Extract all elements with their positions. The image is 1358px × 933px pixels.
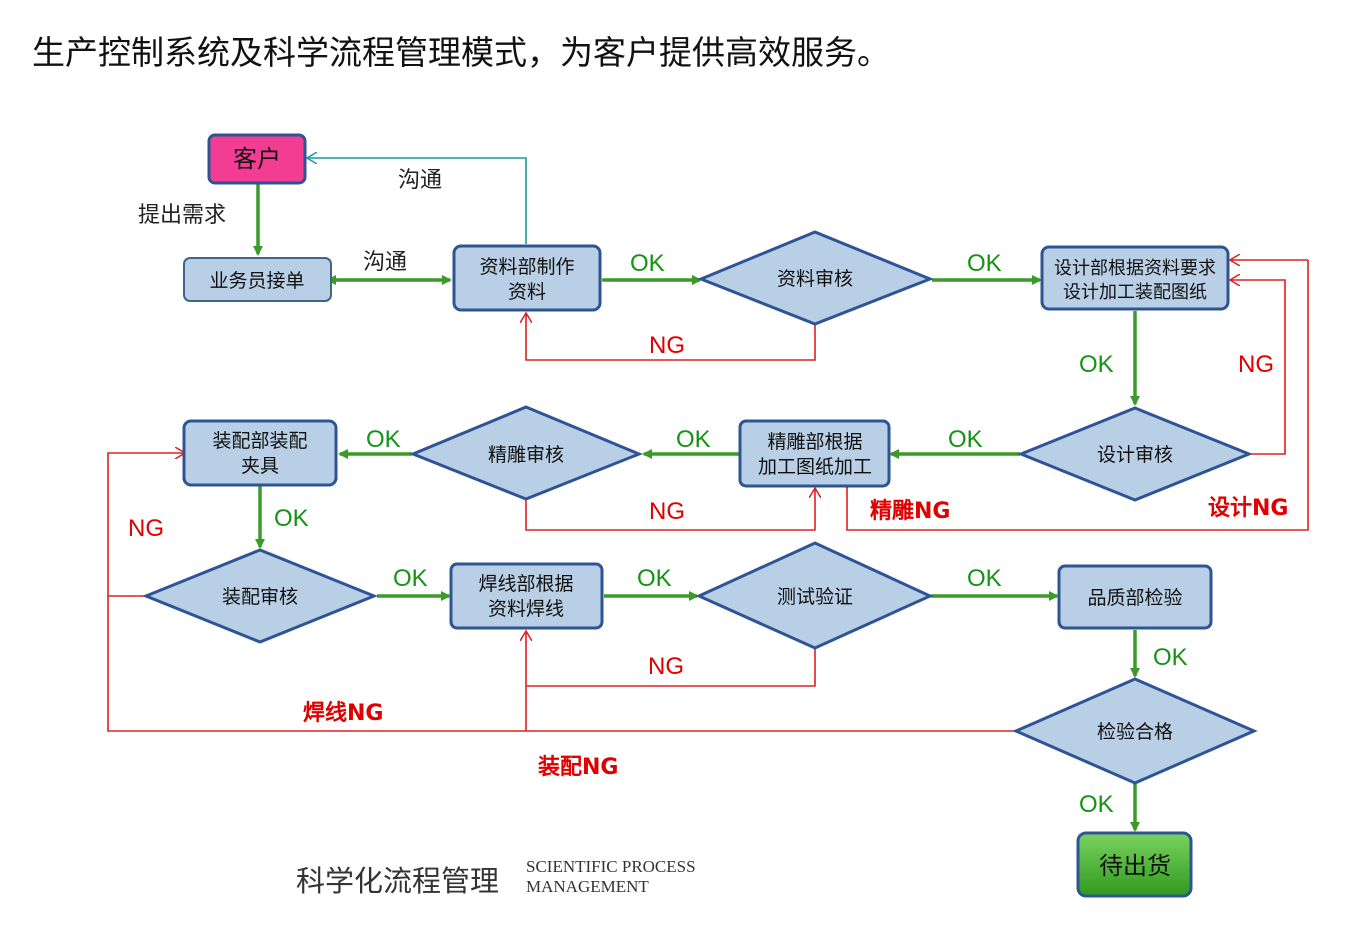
- test-node: 测试验证: [695, 541, 934, 650]
- data-dept-node: 资料部制作 资料: [452, 244, 602, 312]
- ng-label-assembly-review: NG: [128, 515, 164, 542]
- assembly-review-label: 装配审核: [222, 586, 298, 608]
- ok-label-qc: OK: [1153, 644, 1188, 671]
- test-label: 测试验证: [777, 586, 853, 608]
- assembly-dept-node: 装配部装配 夹具: [182, 419, 338, 487]
- communicate-label-middle: 沟通: [363, 249, 407, 274]
- communicate-label-top: 沟通: [398, 167, 442, 192]
- ng-line-design-review: [1230, 280, 1286, 455]
- ok-label-design: OK: [1079, 351, 1114, 378]
- page-title: 生产控制系统及科学流程管理模式，为客户提供高效服务。: [32, 33, 890, 72]
- carving-review-node: 精雕审核: [409, 405, 643, 501]
- data-dept-label-2: 资料: [508, 281, 546, 303]
- welding-dept-label-1: 焊线部根据: [478, 573, 573, 595]
- design-dept-label-1: 设计部根据资料要求: [1054, 258, 1216, 279]
- footer-english-line1: SCIENTIFIC PROCESS: [526, 857, 696, 876]
- ng-line-design-outer-loop: [847, 260, 1309, 531]
- data-review-node: 资料审核: [696, 230, 935, 326]
- assembly-ng-label: 装配NG: [538, 755, 618, 780]
- ng-line-test: [526, 631, 816, 687]
- ng-label-design-review: NG: [1238, 351, 1274, 378]
- ok-label-carving: OK: [676, 426, 711, 453]
- carving-dept-node: 精雕部根据 加工图纸加工: [738, 419, 891, 488]
- assembly-dept-label-2: 夹具: [241, 455, 279, 477]
- ng-label-carving-review: NG: [649, 498, 685, 525]
- ok-label-test: OK: [967, 565, 1002, 592]
- ng-label-data-review: NG: [649, 332, 685, 359]
- ship-node: 待出货: [1076, 831, 1193, 898]
- assembly-dept-label-1: 装配部装配: [212, 430, 307, 452]
- customer-node: 客户: [207, 133, 307, 185]
- ng-line-inspection: [107, 596, 1015, 732]
- ok-label-inspection: OK: [1079, 791, 1114, 818]
- data-review-label: 资料审核: [777, 268, 853, 290]
- carving-ng-label: 精雕NG: [870, 498, 950, 524]
- ok-label-welding: OK: [637, 565, 672, 592]
- carving-dept-label-2: 加工图纸加工: [758, 456, 872, 478]
- qc-dept-label: 品质部检验: [1087, 587, 1182, 609]
- ng-label-test: NG: [648, 653, 684, 680]
- ok-label-data-review: OK: [967, 250, 1002, 277]
- carving-dept-label-1: 精雕部根据: [767, 431, 862, 453]
- footer-english: SCIENTIFIC PROCESS MANAGEMENT: [526, 857, 696, 897]
- assembly-review-node: 装配审核: [141, 548, 379, 644]
- welding-ng-label: 焊线NG: [303, 700, 383, 726]
- design-review-label: 设计审核: [1097, 444, 1173, 466]
- ok-label-assembly: OK: [274, 505, 309, 532]
- communicate-line-customer: [307, 158, 527, 244]
- inspection-node: 检验合格: [1012, 677, 1258, 785]
- ng-line-carving-review: [525, 488, 815, 531]
- salesperson-node: 业务员接单: [183, 257, 332, 302]
- ok-label-assembly-review: OK: [393, 565, 428, 592]
- footer-chinese: 科学化流程管理: [296, 864, 500, 898]
- design-dept-label-2: 设计加工装配图纸: [1063, 282, 1207, 303]
- design-ng-label: 设计NG: [1208, 496, 1288, 521]
- welding-dept-node: 焊线部根据 资料焊线: [449, 562, 604, 630]
- salesperson-label: 业务员接单: [209, 270, 304, 292]
- ng-line-data-review: [526, 313, 816, 361]
- data-dept-label-1: 资料部制作: [479, 256, 574, 278]
- ok-label-design-review: OK: [948, 426, 983, 453]
- design-review-node: 设计审核: [1016, 406, 1254, 502]
- customer-label: 客户: [233, 145, 281, 173]
- welding-dept-label-2: 资料焊线: [488, 598, 564, 620]
- ship-label: 待出货: [1099, 852, 1171, 880]
- carving-review-label: 精雕审核: [488, 444, 564, 466]
- raise-demand-label: 提出需求: [138, 202, 226, 227]
- ng-line-assembly-review: [107, 453, 185, 597]
- qc-dept-node: 品质部检验: [1057, 564, 1213, 630]
- inspection-label: 检验合格: [1097, 721, 1173, 743]
- ok-label-carving-review: OK: [366, 426, 401, 453]
- ok-label-data: OK: [630, 250, 665, 277]
- design-dept-node: 设计部根据资料要求 设计加工装配图纸: [1040, 245, 1230, 311]
- footer-english-line2: MANAGEMENT: [526, 877, 649, 896]
